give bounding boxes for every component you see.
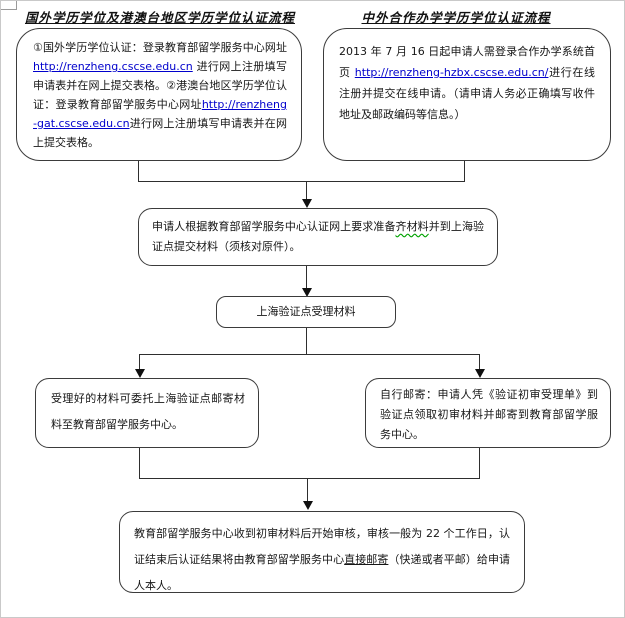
foreign-item1-text: ①国外学历学位认证：登录教育部留学服务中心网址 — [33, 41, 287, 54]
heading-foreign-process: 国外学历学位及港澳台地区学历学位认证流程 — [24, 10, 295, 25]
node-review-result: 教育部留学服务中心收到初审材料后开始审核，审核一般为 22 个工作日，认证结束后… — [119, 511, 525, 593]
connector-right-drop — [464, 161, 466, 182]
connector-merge2-stem — [307, 478, 309, 502]
prepare-spellcheck-word: 齐材料 — [395, 220, 429, 233]
node-mail-via-point: 受理好的材料可委托上海验证点邮寄材料至教育部留学服务中心。 — [35, 378, 259, 448]
node-prepare-materials: 申请人根据教育部留学服务中心认证网上要求准备齐材料并到上海验证点提交材料（须核对… — [138, 208, 498, 266]
mail-self-text: 自行邮寄：申请人凭《验证初审受理单》到验证点领取初审材料并邮寄到教育部留学服务中… — [380, 388, 598, 441]
renzheng-gat-link[interactable]: http://renzheng-gat.cscse.edu.cn — [33, 98, 287, 130]
mail-via-point-text: 受理好的材料可委托上海验证点邮寄材料至教育部留学服务中心。 — [51, 392, 245, 431]
connector-split-right — [479, 354, 481, 370]
node-accept-materials: 上海验证点受理材料 — [216, 296, 396, 328]
connector-split-stem — [306, 328, 308, 355]
renzheng-link[interactable]: http://renzheng.cscse.edu.cn — [33, 60, 193, 73]
connector-split-left — [139, 354, 141, 370]
page-corner-mark — [1, 1, 17, 10]
review-text-2: （快递或者平邮）给申请人本人。 — [134, 553, 511, 592]
connector-merge-bar — [138, 181, 465, 183]
arrow-down-icon — [475, 369, 485, 378]
foreign-item2-suffix: 进行网上注册填写申请表并在网上提交表格。 — [33, 117, 287, 149]
connector-stem — [306, 266, 308, 289]
review-text-1: 教育部留学服务中心收到初审材料后开始审核，审核一般为 22 个工作日，认证结束后… — [134, 527, 510, 566]
connector-merge-stem — [306, 181, 308, 200]
review-underlined-text: 直接邮寄 — [344, 553, 389, 566]
heading-cooperative-process: 中外合作办学学历学位认证流程 — [361, 10, 551, 25]
prepare-text-1: 申请人根据教育部留学服务中心认证网上要求准备 — [152, 220, 396, 233]
cooperative-suffix: 进行在线注册并提交在线申请。（请申请人务必正确填写收件地址及邮政编码等信息。） — [339, 66, 595, 121]
node-mail-self: 自行邮寄：申请人凭《验证初审受理单》到验证点领取初审材料并邮寄到教育部留学服务中… — [365, 378, 611, 448]
arrow-down-icon — [303, 501, 313, 510]
renzheng-hzbx-link[interactable]: http://renzheng-hzbx.cscse.edu.cn/ — [354, 66, 549, 79]
cooperative-prefix: 2013 年 7 月 16 日起申请人需登录合作办学系统首页 — [339, 45, 595, 79]
node-cooperative-application: 2013 年 7 月 16 日起申请人需登录合作办学系统首页 http://re… — [323, 28, 611, 161]
arrow-down-icon — [302, 288, 312, 297]
arrow-down-icon — [135, 369, 145, 378]
prepare-text-2: 并到上海验证点提交材料（须核对原件）。 — [152, 220, 485, 253]
node-foreign-application: ①国外学历学位认证：登录教育部留学服务中心网址 http://renzheng.… — [16, 28, 302, 161]
arrow-down-icon — [302, 199, 312, 208]
accept-label: 上海验证点受理材料 — [256, 305, 356, 318]
foreign-item2-text: ②港澳台地区学历学位认证：登录教育部留学服务中心网址 — [33, 79, 287, 111]
connector-merge2-left — [139, 448, 141, 479]
connector-merge2-bar — [139, 478, 480, 480]
connector-split-bar — [139, 354, 480, 356]
connector-merge2-right — [479, 448, 481, 479]
foreign-item1-suffix: 进行网上注册填写申请表并在网上提交表格。 — [33, 60, 287, 92]
connector-left-drop — [138, 161, 140, 182]
